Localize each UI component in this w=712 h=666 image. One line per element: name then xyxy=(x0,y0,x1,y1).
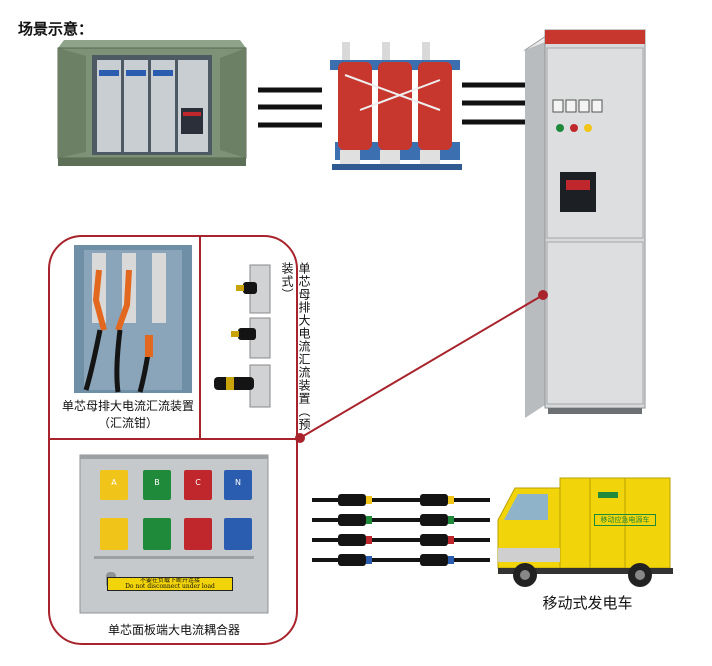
panel-divider-horizontal xyxy=(48,438,298,440)
phase-letter-n: N xyxy=(235,478,241,487)
clamp-subcaption: （汇流钳） xyxy=(97,416,158,430)
clamp-caption: 单芯母排大电流汇流装置 xyxy=(61,399,194,413)
callout-panel xyxy=(48,235,298,645)
callout-line xyxy=(299,294,544,439)
preset-caption: 单芯母排大电流汇流装置（预装式） xyxy=(280,262,311,431)
preset-connectors xyxy=(214,264,271,408)
distribution-cabinet xyxy=(523,29,646,418)
coupler-warning-sign: 不要在负载下断开连接 Do not disconnect under load xyxy=(107,577,233,591)
phase-letter-b: B xyxy=(154,478,160,487)
connection-bars-right xyxy=(462,82,527,125)
cables-to-truck xyxy=(312,494,490,566)
coupler-warning-en: Do not disconnect under load xyxy=(125,583,215,590)
connection-bars-left xyxy=(258,87,322,128)
truck-side-sign: 移动应急电源车 xyxy=(594,514,656,526)
callout-dot-cabinet xyxy=(538,290,548,300)
outdoor-switchgear xyxy=(57,40,247,166)
truck-caption: 移动式发电车 xyxy=(542,594,633,612)
phase-letter-a: A xyxy=(111,478,117,487)
coupler-caption: 单芯面板端大电流耦合器 xyxy=(107,623,240,637)
clamp-device-photo xyxy=(74,245,192,393)
transformer xyxy=(330,42,462,170)
generator-truck xyxy=(497,477,673,587)
coupler-warning-cn: 不要在负载下断开连接 xyxy=(139,577,200,584)
scene-title: 场景示意： xyxy=(18,20,94,38)
panel-divider-vertical xyxy=(199,237,201,439)
phase-letter-c: C xyxy=(195,478,201,487)
